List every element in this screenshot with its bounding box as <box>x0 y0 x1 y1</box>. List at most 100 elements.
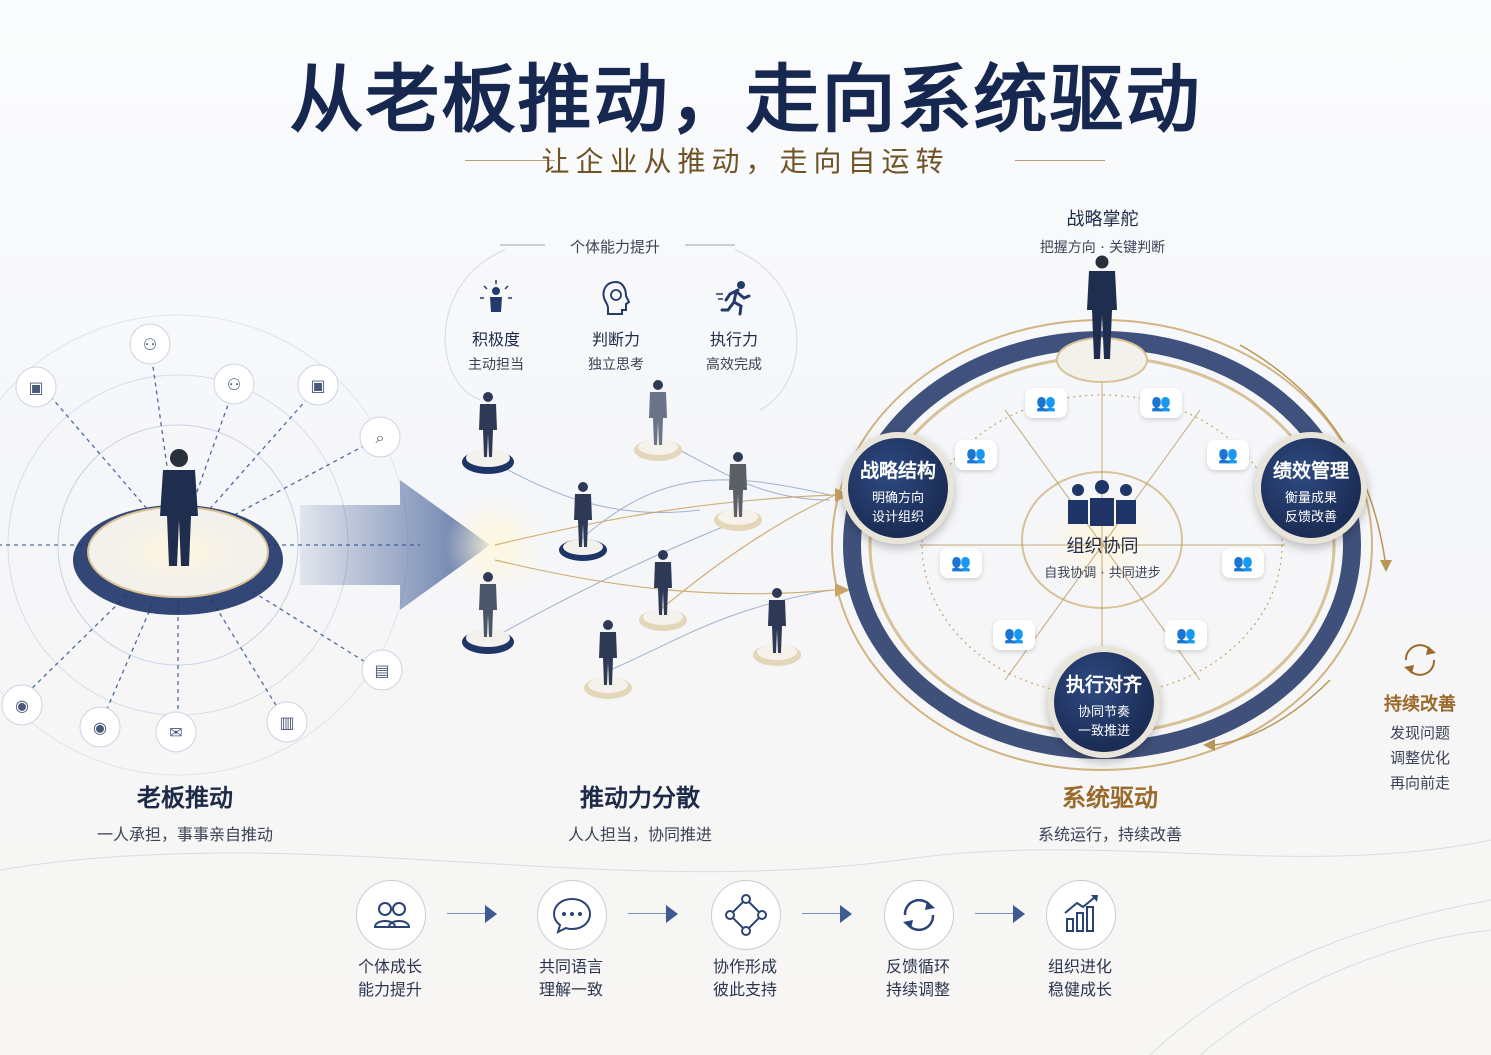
continuous-title: 持续改善 <box>1384 694 1456 715</box>
head-bulb-icon <box>602 280 631 315</box>
execution-alignment-line1: 协同节奏 <box>1077 705 1130 720</box>
running-person-icon <box>716 281 751 316</box>
performance-management-node: 绩效管理 衡量成果 反馈改善 <box>1255 432 1367 544</box>
box-node-icon: ▣ <box>15 366 57 408</box>
strategy-structure-line1: 明确方向 <box>871 491 924 506</box>
person-node-icon: ◉ <box>79 706 121 748</box>
flow-step-title: 共同语言 <box>538 957 603 976</box>
boss-figure-icon <box>160 449 198 566</box>
people-icon <box>373 902 411 928</box>
team-node-icon: 👥 <box>1207 440 1249 470</box>
refresh-cycle-icon <box>903 898 935 932</box>
chat-bubble-icon <box>552 897 592 934</box>
flow-step-desc: 能力提升 <box>357 980 422 999</box>
team-node-icon: 👥 <box>1165 620 1207 650</box>
svg-text:⚇: ⚇ <box>227 375 241 394</box>
svg-text:⌕: ⌕ <box>376 428 385 447</box>
team-node-icon: 👥 <box>1140 388 1182 418</box>
execution-alignment-title: 执行对齐 <box>1065 674 1142 696</box>
capability-title: 积极度 <box>471 330 520 349</box>
continuous-line: 调整优化 <box>1389 749 1450 767</box>
flow-step-title: 协作形成 <box>712 957 777 976</box>
team-group-icon <box>1068 480 1136 526</box>
flow-step: 共同语言 理解一致 <box>511 955 631 1001</box>
team-node-icon: ⚇ <box>213 363 255 405</box>
flow-step: 反馈循环 持续调整 <box>858 955 978 1001</box>
arrow-right-icon <box>1013 905 1025 923</box>
flow-step-desc: 彼此支持 <box>712 980 777 999</box>
page-subtitle: 让企业从推动，走向自运转 <box>541 145 950 178</box>
flow-connector <box>802 913 840 914</box>
flow-step-desc: 持续调整 <box>885 980 950 999</box>
flow-step-icon-wrap <box>884 880 954 950</box>
capability-item: 执行力 高效完成 <box>693 278 775 374</box>
stage-right-title: 系统驱动 <box>1062 783 1158 812</box>
team-node-icon: 👥 <box>1025 388 1067 418</box>
flow-step-desc: 稳健成长 <box>1047 980 1112 999</box>
performance-management-line2: 反馈改善 <box>1284 510 1337 525</box>
stage-left-subtitle: 一人承担，事事亲自推动 <box>96 825 273 844</box>
arrow-right-icon <box>666 905 678 923</box>
growth-chart-icon <box>1064 895 1098 932</box>
continuous-line: 再向前走 <box>1389 774 1450 792</box>
team-node-icon: 👥 <box>993 620 1035 650</box>
svg-text:▤: ▤ <box>374 661 389 680</box>
team-node-icon: ⚇ <box>129 323 171 365</box>
people <box>479 380 786 685</box>
stage-middle-subtitle: 人人担当，协同推进 <box>567 825 712 844</box>
subtitle-rule-right <box>1015 160 1105 161</box>
performance-management-line1: 衡量成果 <box>1284 491 1337 506</box>
flow-connector <box>628 913 666 914</box>
stage-middle: 推动力分散 人人担当，协同推进 <box>530 778 750 845</box>
svg-text:▣: ▣ <box>28 378 43 397</box>
flow-step-icon-wrap <box>356 880 426 950</box>
individual-heading: 个体能力提升 <box>569 238 660 256</box>
org-collaboration-title: 组织协同 <box>1066 536 1139 557</box>
flow-step-title: 个体成长 <box>357 957 422 976</box>
performance-management-title: 绩效管理 <box>1272 460 1349 482</box>
capability-item: 判断力 独立思考 <box>575 278 657 374</box>
arrow-right-icon <box>485 905 497 923</box>
stage-middle-title: 推动力分散 <box>580 783 700 812</box>
svg-text:⚇: ⚇ <box>143 335 157 354</box>
flow-connector <box>975 913 1013 914</box>
network-icon <box>725 894 767 936</box>
stage-right-subtitle: 系统运行，持续改善 <box>1037 825 1182 844</box>
svg-text:▥: ▥ <box>279 713 294 732</box>
capability-desc: 独立思考 <box>588 357 644 373</box>
flow-step: 个体成长 能力提升 <box>330 955 450 1001</box>
platforms <box>462 439 801 699</box>
flow-step-desc: 理解一致 <box>538 980 603 999</box>
svg-text:▣: ▣ <box>310 376 325 395</box>
flow-step-icon-wrap <box>711 880 781 950</box>
capability-item: 积极度 主动担当 <box>455 278 537 374</box>
execution-alignment-node: 执行对齐 协同节奏 一致推进 <box>1048 646 1160 758</box>
flow-connector <box>447 913 485 914</box>
org-collaboration-desc: 自我协调 · 共同进步 <box>1044 566 1161 581</box>
stage-right: 系统驱动 系统运行，持续改善 <box>1000 778 1220 845</box>
strategy-structure-node: 战略结构 明确方向 设计组织 <box>842 432 954 544</box>
cycle-arrows-icon <box>1404 644 1436 676</box>
strategy-structure-title: 战略结构 <box>859 460 936 482</box>
svg-text:✉: ✉ <box>169 723 182 742</box>
execution-alignment-line2: 一致推进 <box>1077 724 1130 739</box>
team-node-icon: 👥 <box>940 548 982 578</box>
team-node-icon: 👥 <box>955 440 997 470</box>
flow-step-icon-wrap <box>1046 880 1116 950</box>
strategy-structure-line2: 设计组织 <box>871 510 924 525</box>
person-node-icon: ◉ <box>1 684 43 726</box>
flow-step-title: 组织进化 <box>1047 957 1112 976</box>
team-node-icon: 👥 <box>1222 548 1264 578</box>
org-collaboration: 组织协同 自我协调 · 共同进步 <box>1030 532 1175 581</box>
capability-title: 判断力 <box>591 330 640 349</box>
capability-desc: 高效完成 <box>706 357 762 373</box>
distributed-team-figures <box>462 380 801 699</box>
strategy-helm: 战略掌舵 把握方向 · 关键判断 <box>1015 205 1190 257</box>
flow-step-icon-wrap <box>537 880 607 950</box>
flow-step: 协作形成 彼此支持 <box>685 955 805 1001</box>
subtitle-rule-left <box>465 160 555 161</box>
chart-node-icon: ▤ <box>361 649 403 691</box>
bar-chart-node-icon: ▥ <box>266 701 308 743</box>
continuous-line: 发现问题 <box>1389 724 1450 742</box>
